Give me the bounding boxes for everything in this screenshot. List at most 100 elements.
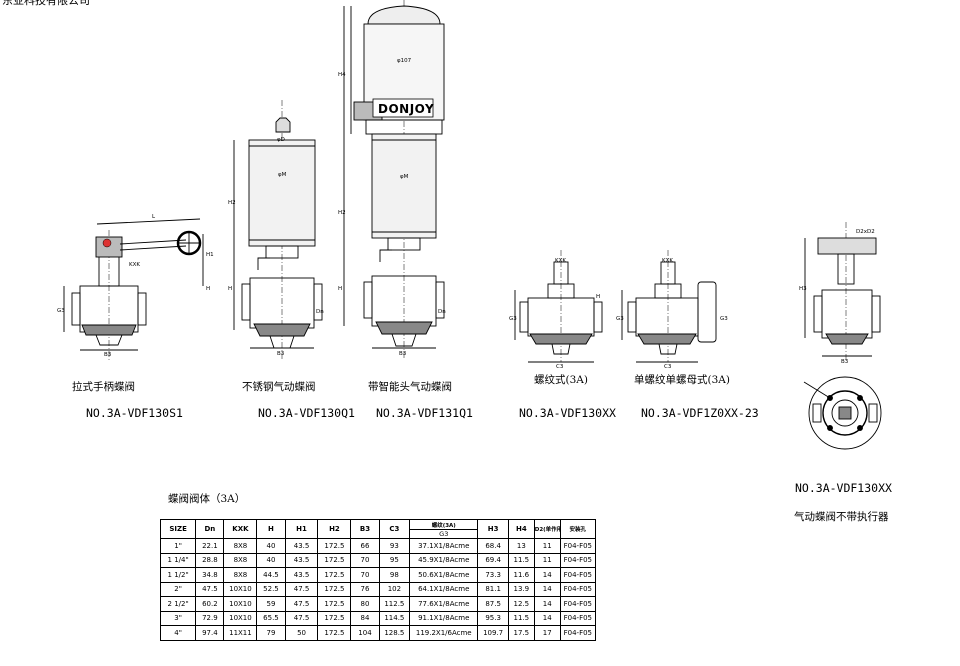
table-cell: 17.5 [507,625,535,641]
figure-threaded-valve [514,250,603,363]
col-dn: Dn [195,519,225,539]
dim-B3: B3 [399,351,407,357]
dim-H2: H2 [338,210,346,216]
table-cell: 13 [507,538,535,554]
valve-body [821,289,873,339]
col-h1: H1 [284,519,319,539]
table-cell: 65.5 [256,610,286,626]
table-cell: 112.5 [378,596,411,612]
table-cell: 87.5 [477,596,509,612]
table-cell: 11 [533,538,561,554]
table-cell: 64.1X1/8Acme [409,581,479,597]
figure-smart-head-valve [343,0,445,360]
dim-B3: B3 [104,352,112,358]
table-cell: 40 [256,538,286,554]
table-cell: F04-F05 [559,567,597,583]
table-cell: 119.2X1/6Acme [409,625,479,641]
table-cell: 10X10 [223,596,258,612]
table-cell: 10X10 [223,581,258,597]
table-cell: 28.8 [195,552,225,568]
col-c3: C3 [378,519,411,539]
table-cell: 47.5 [195,581,225,597]
table-cell: 70 [350,552,380,568]
col-size: SIZE [159,519,197,539]
model-manual-handle: NO.3A-VDF130S1 [86,406,183,420]
figure-manual-handle-valve [63,218,204,360]
model-pneumatic: NO.3A-VDF130Q1 [258,406,355,420]
caption-no-actuator: 气动蝶阀不带执行器 [794,511,889,523]
caption-smart-head: 带智能头气动蝶阀 [368,381,452,393]
table-cell: 47.5 [284,596,319,612]
caption-pneumatic: 不锈钢气动蝶阀 [242,381,316,393]
valve-body [635,297,699,337]
table-cell: 8X8 [223,567,258,583]
table-cell: 1" [159,538,197,554]
table-cell: 50 [284,625,319,641]
figure-pneumatic-valve [233,100,323,360]
top-view [803,376,882,450]
dim-KXK: KXK [555,258,566,264]
table-cell: 14 [533,567,561,583]
table-cell: 114.5 [378,610,411,626]
table-cell: F04-F05 [559,552,597,568]
actuator-cylinder [371,133,437,239]
actuator-cylinder [248,139,316,247]
dim-C3: C3 [556,364,564,370]
table-cell: 80 [350,596,380,612]
handle-wheel-icon [176,230,202,256]
table-cell: 68.4 [477,538,509,554]
table-cell: F04-F05 [559,596,597,612]
figure-no-actuator-valve [803,222,882,450]
table-cell: 43.5 [284,552,319,568]
table-cell: 37.1X1/8Acme [409,538,479,554]
company-name: 东亚科技有限公司 [2,0,90,7]
table-cell: 97.4 [195,625,225,641]
caption-thread-nut: 单螺纹单螺母式(3A) [634,374,730,386]
table-cell: 109.7 [477,625,509,641]
dim-H: H [338,286,342,292]
dim-H3: H3 [799,286,807,292]
dim-phi107: φ107 [397,58,412,64]
col-b3: B3 [350,519,380,539]
table-cell: 76 [350,581,380,597]
dim-C3: C3 [664,364,672,370]
col-kxk: KXK [223,519,258,539]
table-cell: 11.5 [507,552,535,568]
brand-logo: DONJOY [378,102,434,116]
dim-H: H [228,286,232,292]
union-nut [697,281,717,343]
model-threaded: NO.3A-VDF130XX [519,406,616,420]
table-cell: 1 1/2" [159,567,197,583]
table-cell: 73.3 [477,567,509,583]
table-cell: 10X10 [223,610,258,626]
table-cell: 13.9 [507,581,535,597]
dim-D2xD2: D2xD2 [856,229,875,235]
dim-H1: H1 [206,252,214,258]
table-cell: 77.6X1/8Acme [409,596,479,612]
table-cell: 45.9X1/8Acme [409,552,479,568]
table-cell: F04-F05 [559,581,597,597]
table-cell: 95.3 [477,610,509,626]
table-cell: 11 [533,552,561,568]
model-thread-nut: NO.3A-VDF1Z0XX-23 [641,406,759,420]
dim-Dn: Dn [316,309,324,315]
table-cell: 172.5 [317,567,352,583]
table-cell: F04-F05 [559,538,597,554]
dim-phiM: φM [400,174,409,180]
table-cell: 50.6X1/8Acme [409,567,479,583]
col-d2: D2(单作用) [533,519,561,539]
table-cell: 14 [533,581,561,597]
handle-knob-icon [102,238,112,248]
table-cell: 172.5 [317,596,352,612]
model-no-actuator: NO.3A-VDF130XX [795,481,892,495]
dim-Dn: Dn [438,309,446,315]
col-h4: H4 [507,519,535,539]
dim-phiM: φM [278,172,287,178]
